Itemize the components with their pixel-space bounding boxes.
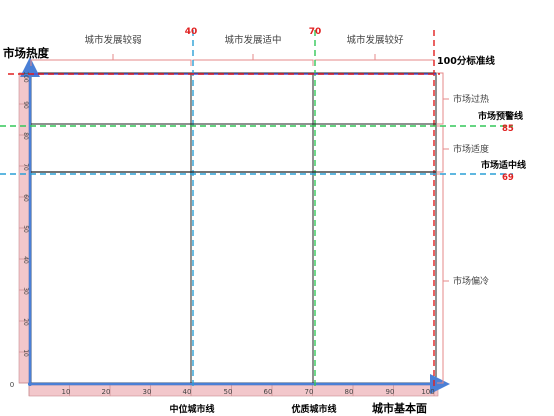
right-bracket — [437, 72, 449, 384]
x-tick-80: 80 — [345, 388, 354, 396]
x-tick-labels: 10 20 30 40 50 60 70 80 90 100 — [62, 388, 435, 396]
y-tick-20: 20 — [22, 318, 29, 326]
top-number-40: 40 — [185, 27, 198, 37]
y-tick-labels: 0 10 20 30 40 50 60 70 80 90 100 — [10, 71, 29, 389]
y-tick-30: 30 — [22, 287, 29, 295]
y-tick-10: 10 — [22, 349, 29, 357]
region-weak-label: 城市发展较弱 — [84, 34, 141, 46]
y-tick-70: 70 — [22, 163, 29, 171]
region-strong-label: 城市发展较好 — [346, 34, 404, 46]
moderate-line-label: 市场适中线 — [481, 159, 526, 171]
warning-line-number: 85 — [502, 124, 514, 134]
moderate-line-number: 69 — [502, 173, 514, 183]
quality-city-line-label: 优质城市线 — [291, 403, 336, 415]
x-tick-50: 50 — [224, 388, 233, 396]
x-tick-90: 90 — [386, 388, 395, 396]
x-tick-70: 70 — [305, 388, 314, 396]
x-tick-40: 40 — [183, 388, 192, 396]
top-number-70: 70 — [309, 27, 322, 37]
x-tick-10: 10 — [62, 388, 71, 396]
y85-threshold — [0, 123, 513, 127]
plot-area — [30, 72, 437, 384]
y-tick-50: 50 — [22, 225, 29, 233]
top-bracket — [30, 54, 435, 66]
standard-100-label: 100分标准线 — [437, 55, 495, 67]
y-tick-90: 90 — [22, 101, 29, 109]
region-overheated-label: 市场过热 — [453, 93, 489, 105]
y-axis-title: 市场热度 — [3, 46, 49, 60]
x-tick-20: 20 — [102, 388, 111, 396]
x-ruler — [28, 384, 439, 397]
y-tick-60: 60 — [22, 194, 29, 202]
y-tick-40: 40 — [22, 256, 29, 264]
region-moderate-label: 城市发展适中 — [224, 34, 281, 46]
x-tick-100: 100 — [421, 388, 434, 396]
y-tick-0: 0 — [10, 381, 14, 389]
region-cold-label: 市场偏冷 — [453, 275, 489, 287]
y69-threshold — [0, 171, 513, 175]
warning-line-label: 市场预警线 — [478, 110, 523, 122]
y-tick-100: 100 — [22, 71, 29, 83]
x40-threshold — [190, 30, 194, 390]
x70-threshold — [312, 30, 316, 390]
region-moderate-market-label: 市场适度 — [453, 143, 489, 155]
x-tick-60: 60 — [264, 388, 273, 396]
x-tick-30: 30 — [143, 388, 152, 396]
x-axis-title: 城市基本面 — [372, 401, 427, 415]
y-tick-80: 80 — [22, 132, 29, 140]
median-city-line-label: 中位城市线 — [169, 403, 214, 415]
